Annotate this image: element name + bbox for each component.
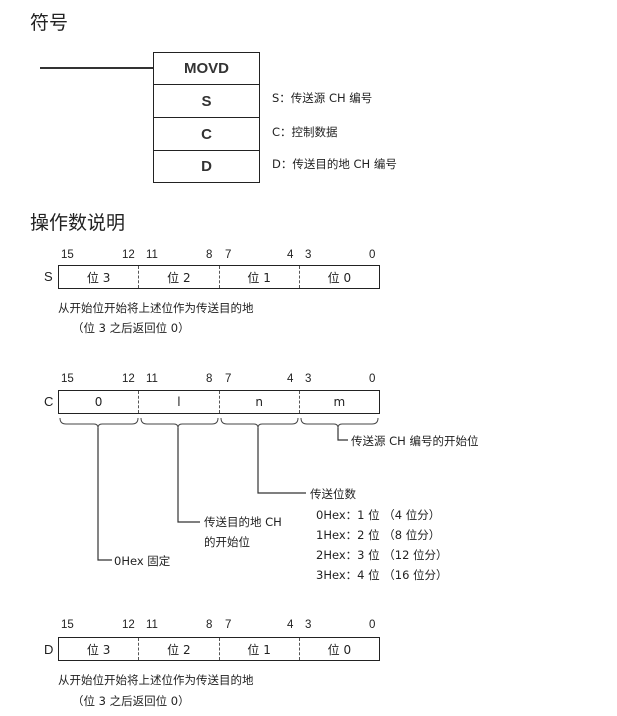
c-digit-l: l: [139, 391, 220, 413]
bit-label-12: 12: [122, 373, 135, 385]
bit-label-3: 3: [305, 373, 312, 385]
d-note-line1: 从开始位开始将上述位作为传送目的地: [58, 673, 254, 687]
bit-label-12: 12: [122, 619, 135, 631]
c-digit-n: n: [220, 391, 300, 413]
d-digit-0: 位 0: [327, 642, 352, 657]
symbol-heading: 符号: [30, 12, 69, 34]
operand-d-cell: D: [201, 158, 212, 175]
s-digit-0: 位 0: [327, 270, 352, 285]
s-digit-2: 位 2: [139, 266, 220, 288]
bit-label-15: 15: [61, 619, 74, 631]
bit-label-4: 4: [287, 373, 294, 385]
c-register-box: 0 l n m: [58, 390, 380, 414]
bit-label-8: 8: [206, 373, 213, 385]
zero-fixed-description: 0Hex 固定: [114, 554, 171, 568]
d-digit-2: 位 2: [139, 638, 220, 660]
operand-s-description: S：传送源 CH 编号: [272, 91, 373, 105]
bit-label-7: 7: [225, 619, 232, 631]
s-digit-3: 位 3: [59, 266, 140, 288]
brace-digit-m: [300, 417, 379, 429]
bit-label-0: 0: [369, 249, 376, 261]
bit-label-11: 11: [146, 373, 158, 385]
d-register-box: 位 3 位 2 位 1 位 0: [58, 637, 380, 661]
ladder-rail-line: [40, 67, 154, 69]
bit-label-0: 0: [369, 373, 376, 385]
s-note-line2: （位 3 之后返回位 0）: [72, 321, 190, 335]
brace-digit-n: [220, 417, 299, 429]
bit-label-11: 11: [146, 619, 158, 631]
n-leader-line: [257, 428, 306, 494]
l-description-line1: 传送目的地 CH: [204, 515, 282, 529]
bit-label-0: 0: [369, 619, 376, 631]
bit-label-7: 7: [225, 373, 232, 385]
c-digit-m: m: [333, 395, 346, 409]
bit-label-4: 4: [287, 619, 294, 631]
n-option-1: 1Hex：2 位 （8 位分）: [316, 528, 441, 542]
s-digit-1: 位 1: [220, 266, 300, 288]
bit-label-15: 15: [61, 249, 74, 261]
bit-label-8: 8: [206, 249, 213, 261]
brace-digit-zero: [59, 417, 139, 429]
m-description: 传送源 CH 编号的开始位: [351, 434, 479, 448]
operand-c-cell: C: [154, 118, 259, 151]
c-register-label: C: [44, 394, 54, 409]
bit-label-15: 15: [61, 373, 74, 385]
bit-label-11: 11: [146, 249, 158, 261]
operand-d-description: D：传送目的地 CH 编号: [272, 157, 397, 171]
bit-label-7: 7: [225, 249, 232, 261]
s-register-box: 位 3 位 2 位 1 位 0: [58, 265, 380, 289]
operand-c-description: C：控制数据: [272, 125, 338, 139]
bit-label-4: 4: [287, 249, 294, 261]
d-register-label: D: [44, 642, 54, 657]
d-note-line2: （位 3 之后返回位 0）: [72, 694, 190, 708]
d-digit-3: 位 3: [59, 638, 140, 660]
d-digit-1: 位 1: [220, 638, 300, 660]
bit-label-8: 8: [206, 619, 213, 631]
operand-s-cell: S: [154, 85, 259, 118]
instruction-name: MOVD: [154, 53, 259, 85]
n-option-2: 2Hex：3 位 （12 位分）: [316, 548, 448, 562]
c-digit-zero: 0: [59, 391, 140, 413]
operand-heading: 操作数说明: [30, 212, 126, 234]
s-note-line1: 从开始位开始将上述位作为传送目的地: [58, 301, 254, 315]
s-register-label: S: [44, 269, 53, 284]
bit-label-3: 3: [305, 619, 312, 631]
n-option-3: 3Hex：4 位 （16 位分）: [316, 568, 448, 582]
movd-instruction-block: MOVD S C D: [153, 52, 260, 183]
l-description-line2: 的开始位: [204, 535, 250, 549]
l-leader-line: [177, 428, 200, 523]
zero-leader-line: [97, 428, 112, 561]
n-option-0: 0Hex：1 位 （4 位分）: [316, 508, 441, 522]
brace-digit-l: [140, 417, 219, 429]
bit-label-3: 3: [305, 249, 312, 261]
n-title: 传送位数: [310, 487, 356, 501]
m-leader-line: [337, 428, 348, 441]
bit-label-12: 12: [122, 249, 135, 261]
